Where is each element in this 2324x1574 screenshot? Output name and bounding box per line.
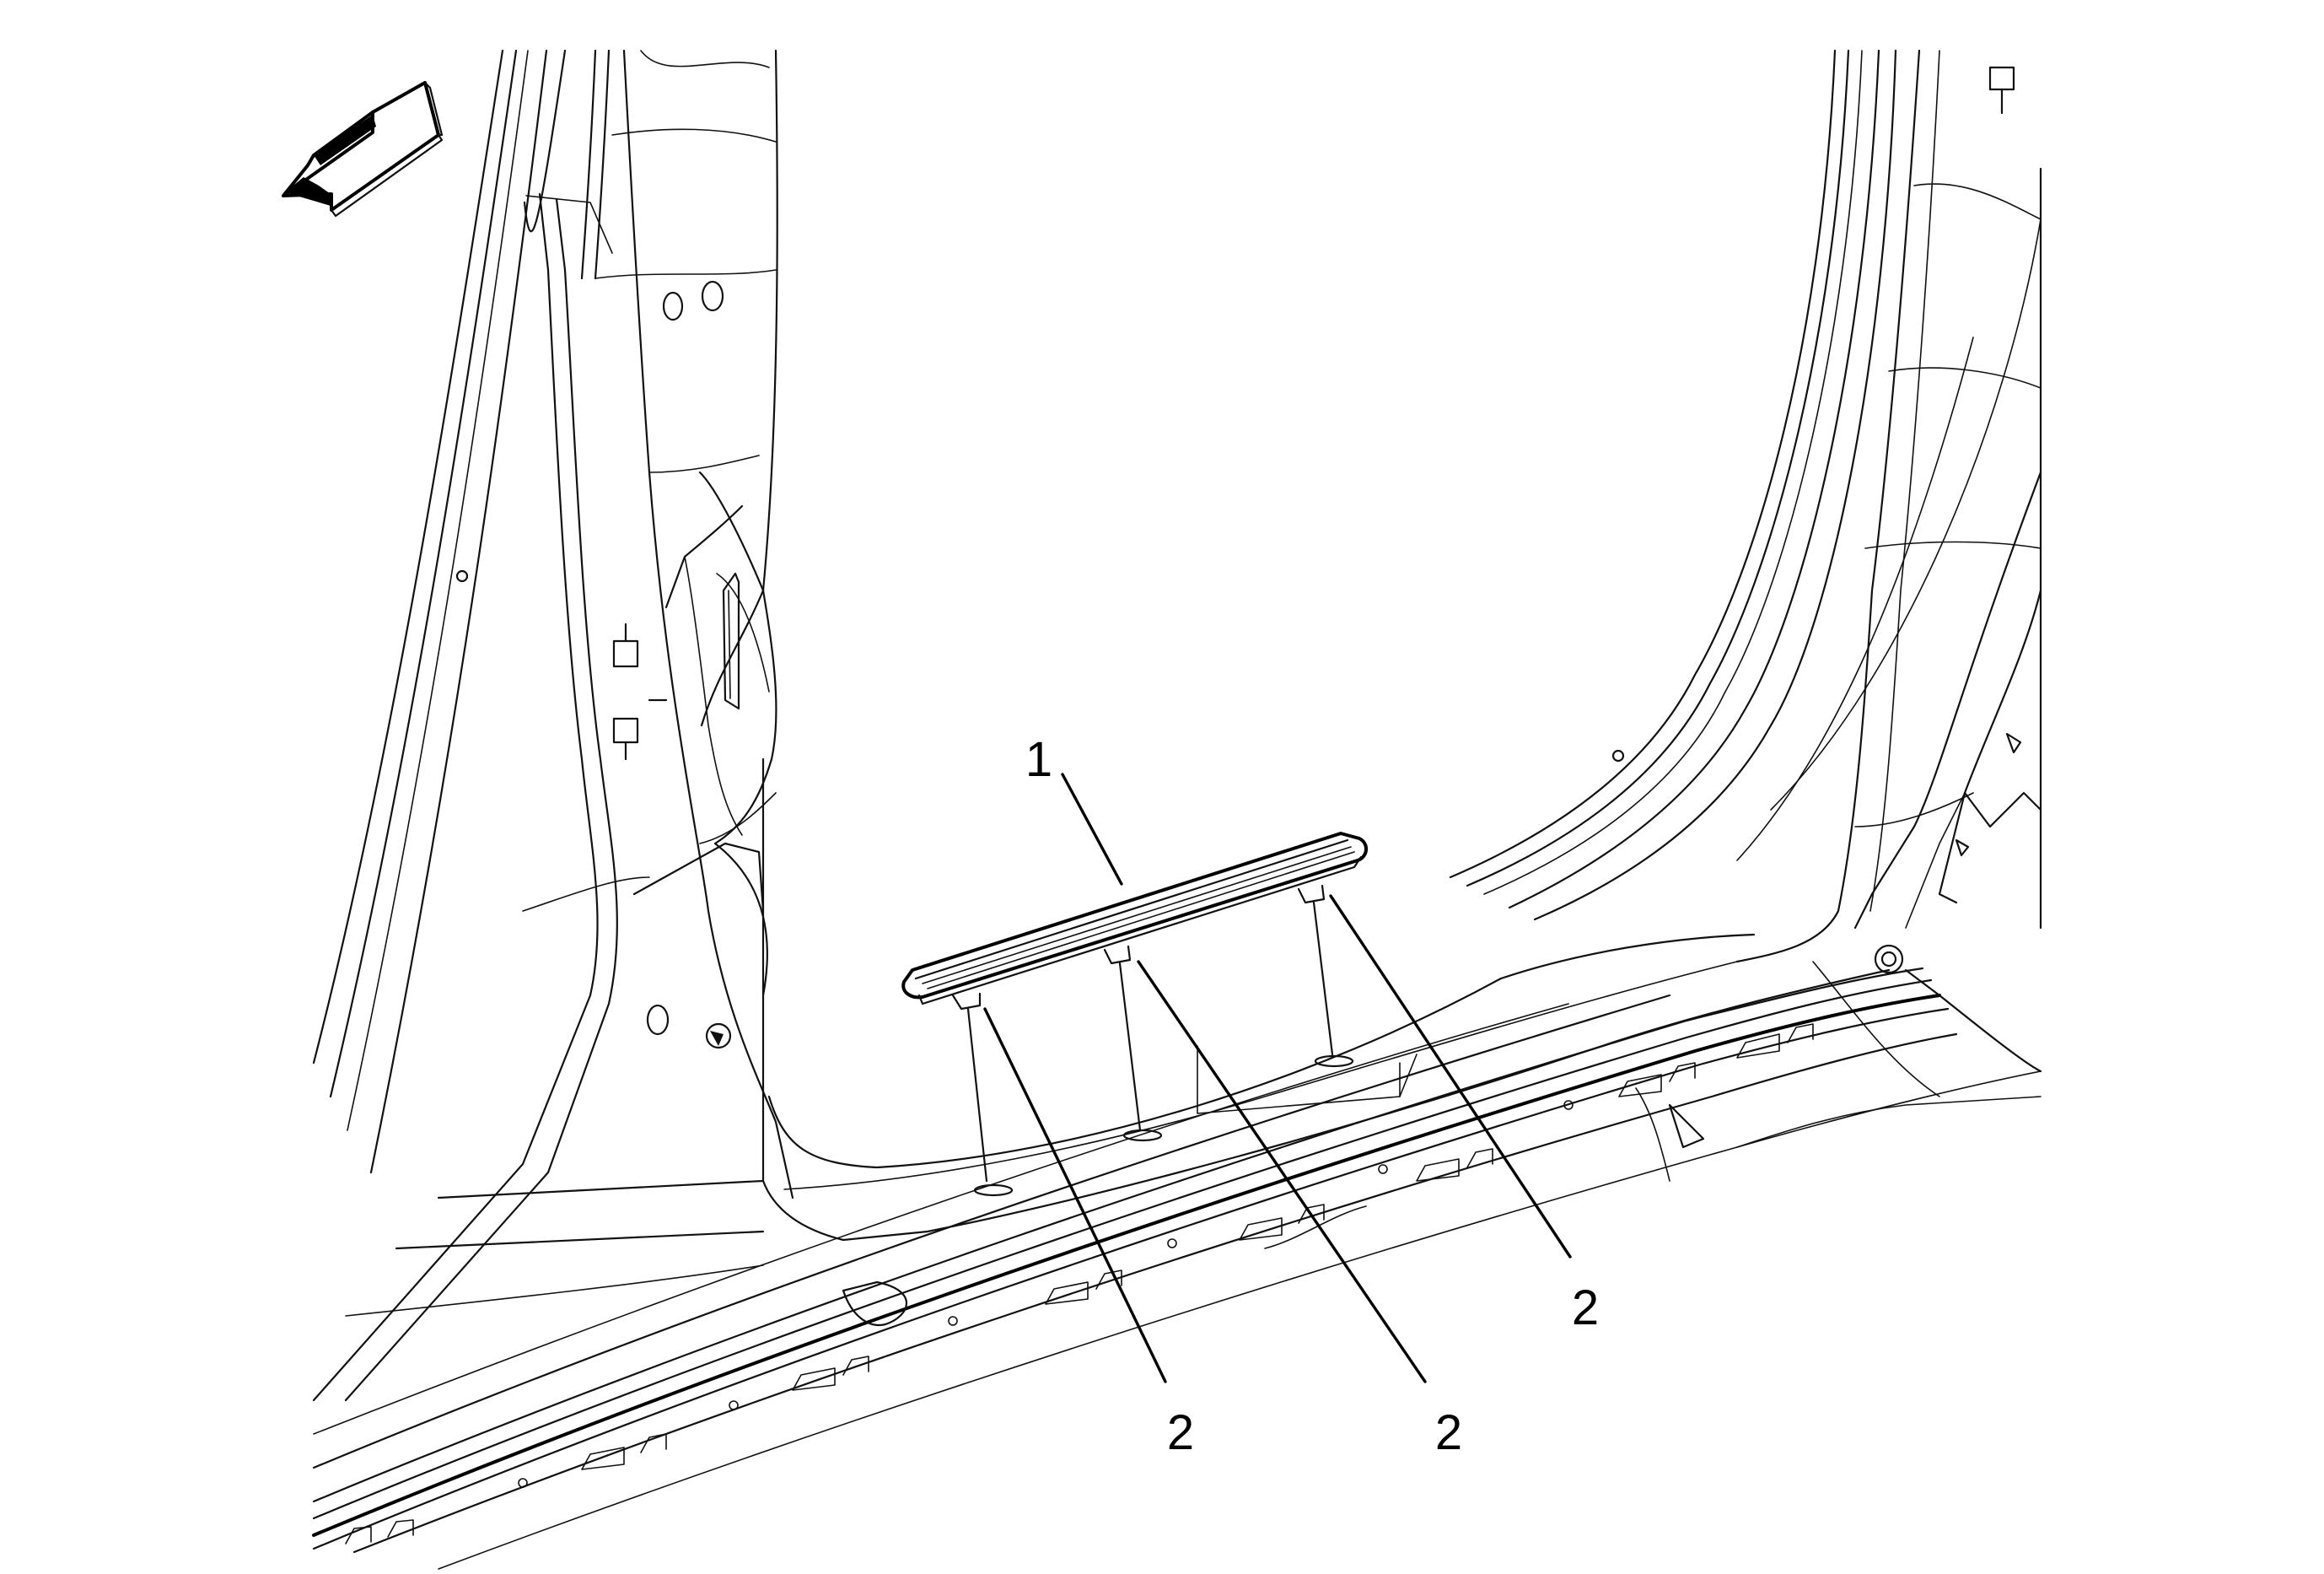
mounting-hole-left bbox=[973, 1183, 1014, 1197]
door-sill-plate bbox=[901, 832, 1368, 1011]
floor-mounting-area bbox=[973, 1045, 1418, 1197]
callout-retainer-left: 2 bbox=[1167, 1405, 1194, 1460]
forward-direction-arrow-icon bbox=[282, 81, 444, 218]
leader-line-1 bbox=[1061, 773, 1123, 886]
mounting-hole-right bbox=[1314, 1054, 1354, 1068]
callout-retainer-right: 2 bbox=[1572, 1280, 1599, 1335]
retainer-pin-center bbox=[1118, 962, 1142, 1132]
leader-line-2-center bbox=[1137, 960, 1427, 1383]
callout-retainer-center: 2 bbox=[1435, 1405, 1462, 1460]
mounting-hole-center bbox=[1122, 1129, 1163, 1142]
retainer-pin-right bbox=[1312, 901, 1334, 1056]
front-pillar-structure bbox=[312, 49, 794, 1402]
callout-sill-plate: 1 bbox=[1025, 732, 1052, 787]
leader-line-2-left bbox=[983, 1007, 1167, 1383]
rear-pillar-structure bbox=[1449, 49, 2042, 974]
retainer-pins bbox=[966, 901, 1334, 1183]
rocker-panel-structure bbox=[312, 933, 2042, 1570]
retainer-pin-left bbox=[966, 1007, 988, 1183]
leader-lines bbox=[983, 773, 1572, 1383]
leader-line-2-right bbox=[1329, 894, 1572, 1259]
callout-labels: 1 2 2 2 bbox=[1025, 732, 1599, 1460]
